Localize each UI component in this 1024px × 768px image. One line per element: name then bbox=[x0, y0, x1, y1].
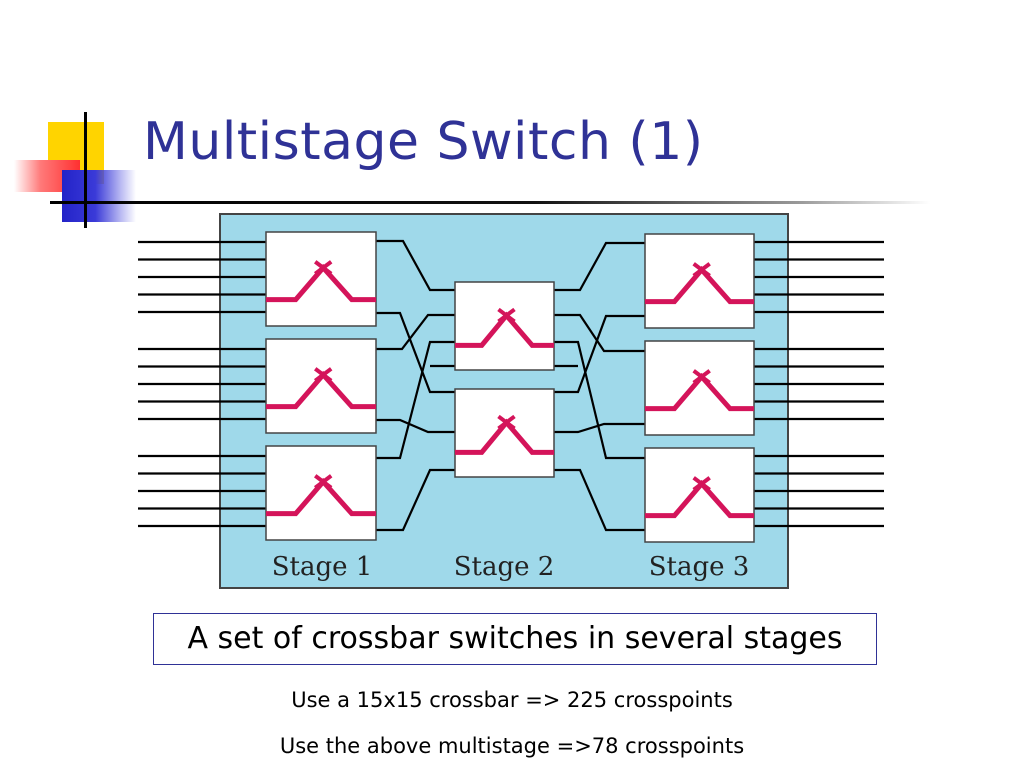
link-s1b-s2a bbox=[376, 313, 455, 351]
stage-2-label: Stage 2 bbox=[454, 552, 555, 582]
caption-box: A set of crossbar switches in several st… bbox=[153, 613, 877, 665]
link-s1b-s2b bbox=[376, 418, 455, 434]
stage2-switch-2 bbox=[454, 388, 555, 478]
link-s1c-s2a bbox=[376, 340, 455, 460]
stage1-switch-3-crosspoint bbox=[314, 474, 333, 490]
stage2-switch-1-crosspoint bbox=[497, 307, 516, 324]
link-s1c-s2b bbox=[376, 468, 455, 532]
link-s2a-s3a bbox=[554, 241, 645, 292]
stage2-switch-1 bbox=[454, 281, 555, 371]
link-s1a-s2a bbox=[376, 239, 455, 292]
link-s2a-s3b bbox=[554, 313, 645, 353]
stage3-switch-3-crosspoint bbox=[692, 476, 711, 492]
stage3-switch-1-crosspoint bbox=[692, 262, 711, 278]
slide-title: Multistage Switch (1) bbox=[143, 112, 704, 172]
link-s2a-s3c bbox=[554, 340, 645, 460]
stage3-switch-3 bbox=[644, 447, 755, 543]
link-s1a-s2b bbox=[376, 311, 455, 394]
note-multistage: Use the above multistage =>78 crosspoint… bbox=[279, 734, 745, 758]
decor-blue-square bbox=[62, 170, 136, 222]
stage1-switch-2-crosspoint bbox=[314, 367, 333, 383]
stage1-switch-1-crosspoint bbox=[314, 260, 333, 276]
link-s2b-s3a bbox=[554, 314, 645, 394]
stage-1-label: Stage 1 bbox=[272, 552, 373, 582]
stage3-switch-2-crosspoint bbox=[692, 369, 711, 385]
wire-group bbox=[138, 239, 884, 532]
stage1-switch-3 bbox=[265, 445, 377, 541]
title-underline bbox=[50, 201, 930, 204]
link-s2b-s3c bbox=[554, 468, 645, 532]
link-s2b-s3b bbox=[554, 422, 645, 434]
stage2-switch-2-crosspoint bbox=[497, 414, 516, 431]
stage3-switch-1 bbox=[644, 233, 755, 329]
stage-3-label: Stage 3 bbox=[649, 552, 750, 582]
stage3-switch-2 bbox=[644, 340, 755, 436]
switch-group bbox=[265, 231, 755, 543]
note-crossbar: Use a 15x15 crossbar => 225 crosspoints bbox=[291, 688, 733, 712]
decor-vertical-line bbox=[84, 112, 87, 228]
stage1-switch-1 bbox=[265, 231, 377, 327]
stage1-switch-2 bbox=[265, 338, 377, 434]
